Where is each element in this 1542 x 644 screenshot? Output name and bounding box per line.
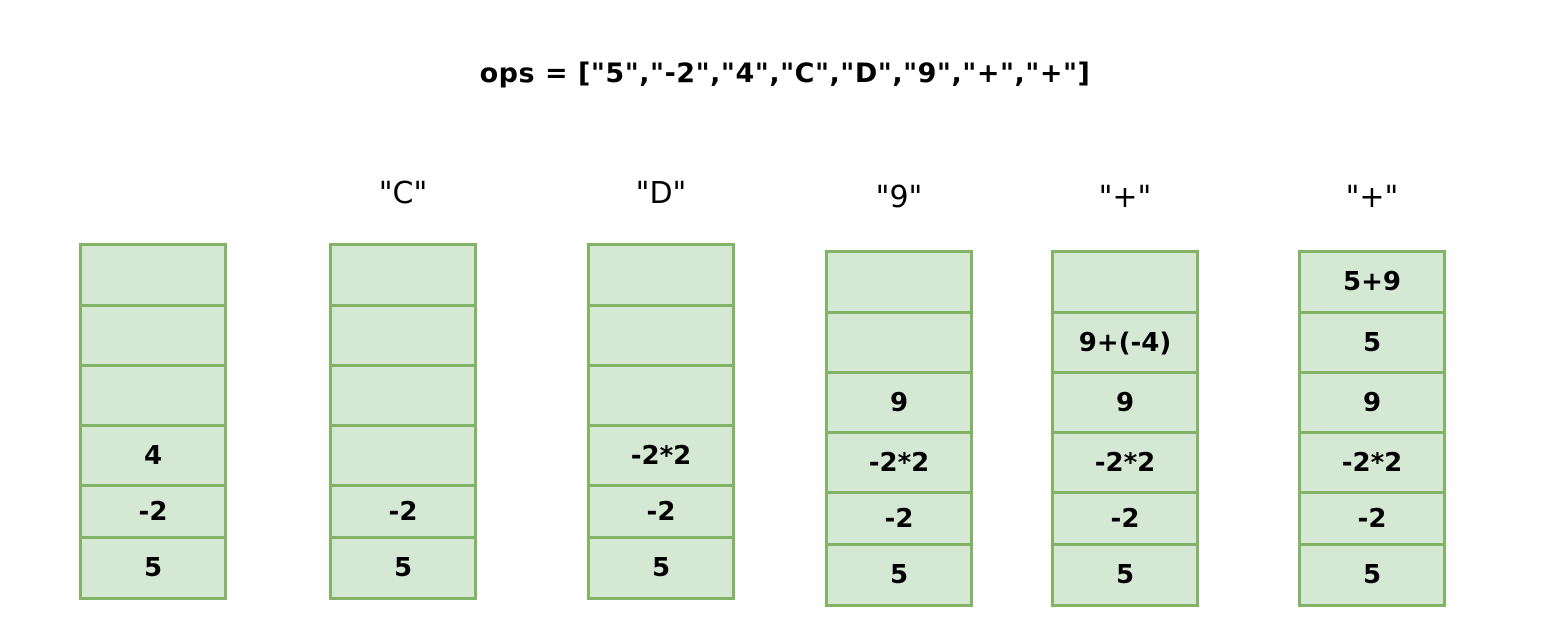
stack-6-op-label: "+" [1345,180,1399,215]
stack-cell [825,311,973,374]
stack-cell: 9 [1051,371,1199,434]
stack-cell: 5 [79,536,227,600]
stack-5-op-label: "+" [1098,180,1152,215]
stack-cell: -2 [329,484,477,539]
stack-cell: 5 [1298,311,1446,374]
stack-cell: 5 [329,536,477,600]
stack-4-op-label: "9" [875,180,923,215]
stack-cell: 9 [1298,371,1446,434]
stack-cell [1051,250,1199,314]
stack-cell: 4 [79,424,227,487]
stack-cell: -2 [825,491,973,546]
stack-3-op-label: "D" [635,176,687,211]
stack-cell [587,364,735,427]
stack-cell: 9 [825,371,973,434]
stack-cell: 5 [1051,543,1199,607]
stack-cell [329,304,477,367]
stack-cell [329,364,477,427]
stack-cell [79,364,227,427]
stack-cell: -2 [1051,491,1199,546]
stack-cell [79,243,227,307]
stack-cell [587,304,735,367]
stack-cell: 5+9 [1298,250,1446,314]
stack-cell: 5 [587,536,735,600]
stack-2-op-label: "C" [378,176,428,211]
stack-cell: 5 [1298,543,1446,607]
stack-cell: 5 [825,543,973,607]
stack-cell [825,250,973,314]
stack-cell: -2 [79,484,227,539]
ops-title: ops = ["5","-2","4","C","D","9","+","+"] [479,58,1091,89]
stack-cell: -2 [1298,491,1446,546]
stack-cell: -2*2 [587,424,735,487]
stack-cell: -2 [587,484,735,539]
stack-cell [329,424,477,487]
stack-cell: 9+(-4) [1051,311,1199,374]
stack-cell [587,243,735,307]
stack-cell: -2*2 [1051,431,1199,494]
stack-cell: -2*2 [1298,431,1446,494]
stack-cell [329,243,477,307]
stack-cell [79,304,227,367]
stack-cell: -2*2 [825,431,973,494]
